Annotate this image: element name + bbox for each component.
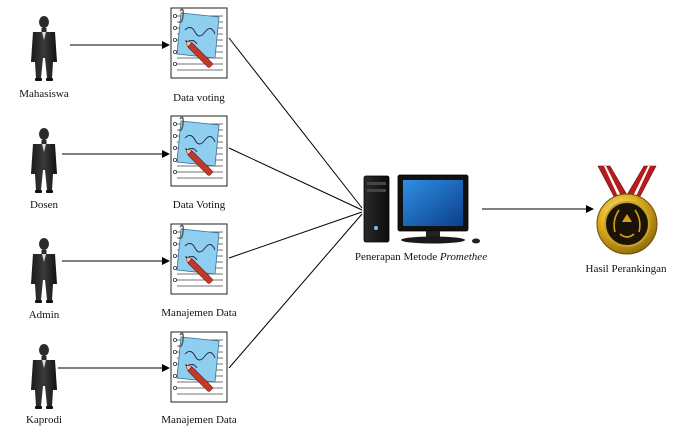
- line-doc1-to-system: [228, 37, 363, 209]
- person-head-icon: [31, 344, 57, 409]
- document-label-4: Manajemen Data: [161, 414, 237, 426]
- document-label-2: Data Voting: [172, 199, 226, 211]
- person-admin-icon: [31, 238, 57, 303]
- actor-label-mahasiswa: Mahasiswa: [19, 88, 69, 100]
- medal-icon: [596, 165, 658, 255]
- notepad-pen-icon: [170, 331, 228, 403]
- notepad-pen-icon: [170, 7, 228, 79]
- result-label: Hasil Perankingan: [585, 263, 667, 275]
- line-doc2-to-system: [228, 147, 363, 211]
- system-label: Penerapan Metode Promethee: [355, 251, 487, 264]
- actor-label-admin: Admin: [28, 309, 60, 321]
- person-lecturer-icon: [31, 128, 57, 193]
- desktop-computer-icon: [363, 174, 480, 244]
- system-label-prefix: Penerapan Metode: [354, 251, 438, 263]
- notepad-pen-icon: [170, 115, 228, 187]
- actor-label-kaprodi: Kaprodi: [25, 414, 63, 426]
- actor-label-dosen: Dosen: [29, 199, 59, 211]
- notepad-pen-icon: [170, 223, 228, 295]
- person-student-icon: [31, 16, 57, 81]
- document-label-1: Data voting: [173, 92, 225, 104]
- line-doc3-to-system: [228, 211, 363, 259]
- line-doc4-to-system: [228, 213, 363, 369]
- document-label-3: Manajemen Data: [161, 307, 237, 319]
- system-label-method: Promethee: [439, 251, 488, 263]
